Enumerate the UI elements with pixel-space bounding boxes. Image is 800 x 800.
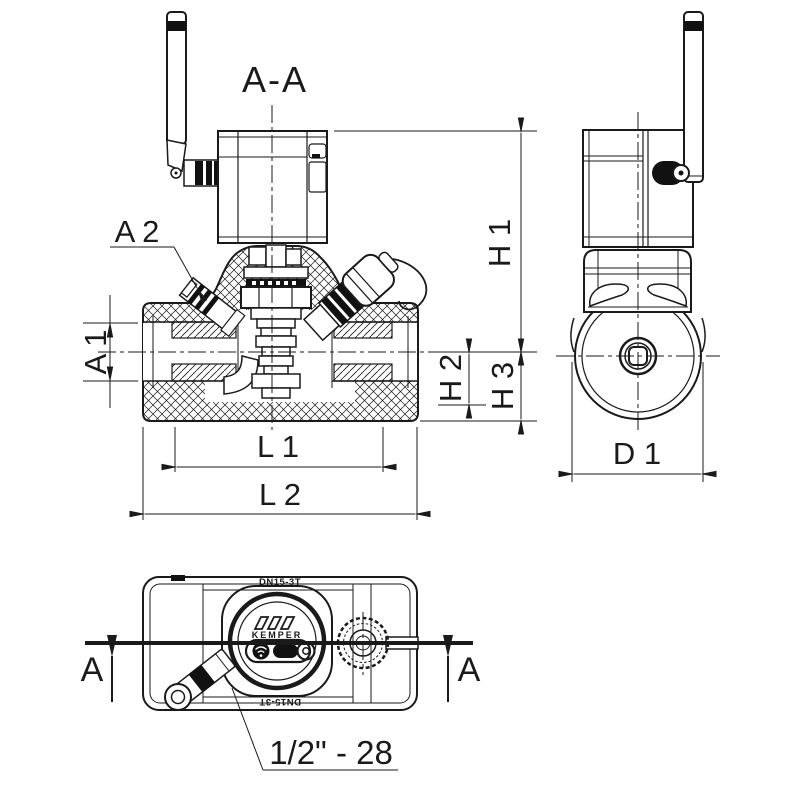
dimension-h3: H 3	[420, 338, 537, 435]
flange-arc-right	[701, 317, 706, 353]
body-neck-block	[583, 249, 692, 313]
product-marking-top: DN15-3T	[259, 577, 301, 588]
dimension-h2: H 2	[433, 338, 486, 419]
dim-l1-label: L 1	[257, 429, 299, 464]
bottom-plan-view: DN15-3T DN15-3T KEMPER	[81, 575, 481, 771]
section-label-left: A	[81, 651, 104, 689]
thread-insert-right-bottom	[333, 363, 393, 382]
section-cutting-line: A A	[81, 635, 481, 702]
dimension-a2: A 2	[110, 214, 208, 304]
product-marking-bottom: DN15-3T	[259, 696, 301, 707]
dimension-l1: L 1	[161, 427, 397, 472]
dim-l2-label: L 2	[259, 477, 301, 512]
hex-nut	[240, 286, 312, 309]
side-view: D 1	[556, 11, 720, 482]
wrench-flat-right	[647, 283, 687, 307]
dim-h2-label: H 2	[433, 354, 468, 402]
front-section-view: A-A	[78, 11, 537, 520]
measuring-cartridge	[240, 244, 312, 399]
flange-arc-left	[570, 317, 575, 353]
button-cluster	[244, 638, 312, 664]
wifi-icon	[252, 642, 270, 660]
dim-a1-label: A 1	[78, 330, 113, 375]
kemper-logo-slashes	[253, 616, 296, 630]
test-port-capped	[302, 251, 428, 342]
antenna-side	[652, 11, 704, 185]
dimension-l2: L 2	[129, 427, 431, 520]
dial-button	[273, 644, 298, 658]
dimension-d1: D 1	[558, 362, 717, 482]
section-label-right: A	[458, 651, 481, 689]
antenna	[166, 11, 219, 187]
dim-h1-label: H 1	[482, 219, 517, 267]
dim-h3-label: H 3	[485, 362, 520, 410]
cap-lanyard-loop	[392, 258, 428, 311]
dim-d1-label: D 1	[613, 436, 661, 471]
sampling-port-a2	[178, 276, 246, 338]
dimension-a1: A 1	[78, 295, 138, 408]
section-title: A-A	[242, 59, 308, 100]
wrench-flat-left	[589, 283, 629, 307]
thread-callout: 1/2" - 28	[231, 687, 398, 771]
brand-label: KEMPER	[252, 630, 303, 640]
drain-port	[164, 648, 236, 711]
thread-callout-label: 1/2" - 28	[269, 734, 393, 771]
dim-a2-label: A 2	[115, 214, 160, 249]
